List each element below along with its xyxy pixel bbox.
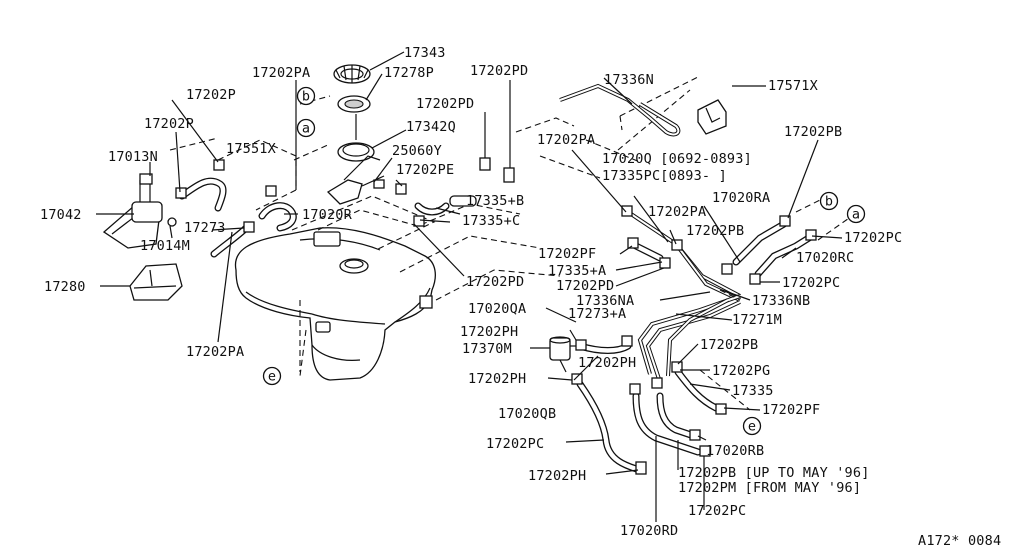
leader-lines	[96, 51, 843, 522]
label-17020rd: 17020RD	[620, 523, 678, 539]
label-17571x: 17571X	[768, 78, 818, 94]
label-25060y: 25060Y	[392, 143, 442, 159]
gasket-17278p	[337, 95, 371, 113]
label-17020r: 17020R	[302, 207, 353, 223]
label-17335b: 17335+B	[466, 193, 524, 209]
fuel-strainer-17280	[129, 263, 183, 301]
label-17020ra: 17020RA	[712, 190, 770, 206]
fuel-tank	[234, 227, 436, 381]
label-17202pa-r: 17202PA	[648, 204, 706, 220]
label-17202ph-2: 17202PH	[578, 355, 636, 371]
hose-17551x	[175, 159, 227, 212]
label-17202pc-r2: 17202PC	[782, 275, 840, 291]
label-17202pc-low: 17202PC	[486, 436, 544, 452]
tube-17336n	[559, 83, 681, 137]
label-17273: 17273	[184, 220, 226, 236]
label-17335: 17335	[732, 383, 774, 399]
label-17202pg: 17202PG	[712, 363, 770, 379]
label-17020rb: 17020RB	[706, 443, 764, 459]
callout-b-top: b	[296, 86, 316, 106]
label-17370m: 17370M	[462, 341, 512, 357]
label-17202pb-low: 17202PB	[700, 337, 758, 353]
label-17013n: 17013N	[108, 149, 158, 165]
label-17202pb-r2: 17202PB	[686, 223, 744, 239]
label-17335c: 17335+C	[462, 213, 520, 229]
label-17336na: 17336NA	[576, 293, 634, 309]
label-17335a: 17335+A	[548, 263, 606, 279]
sender-25060y	[326, 155, 385, 205]
label-17202p-1: 17202P	[186, 87, 236, 103]
svg-text:a: a	[302, 121, 310, 137]
callout-b-right: b	[819, 191, 839, 211]
diagram-reference-code: A172* 0084	[918, 533, 1001, 549]
label-17014m: 17014M	[140, 238, 190, 254]
label-17202p-2: 17202P	[144, 116, 194, 132]
label-17020q: 17020Q [0692-0893]	[602, 151, 752, 167]
packing-17342q	[337, 142, 375, 162]
label-17202pb-right: 17202PB	[784, 124, 842, 140]
lock-ring-17343	[333, 64, 371, 84]
label-17202pf: 17202PF	[538, 246, 596, 262]
label-17273a: 17273+A	[568, 306, 626, 322]
label-17551x: 17551X	[226, 141, 276, 157]
label-17020rc: 17020RC	[796, 250, 854, 266]
bracket-17571x	[697, 99, 727, 135]
label-17020qa: 17020QA	[468, 301, 526, 317]
label-17202pm: 17202PM [FROM MAY '96]	[678, 480, 861, 496]
label-17271m: 17271M	[732, 312, 782, 328]
label-17202pc-r: 17202PC	[844, 230, 902, 246]
label-17202pe: 17202PE	[396, 162, 454, 178]
label-17202pc-bot: 17202PC	[688, 503, 746, 519]
label-17336n: 17336N	[604, 72, 654, 88]
label-17202pd-4: 17202PD	[556, 278, 614, 294]
label-17020qb: 17020QB	[498, 406, 556, 422]
tube-bundle	[626, 210, 741, 383]
svg-text:b: b	[825, 194, 833, 210]
label-17202ph-1: 17202PH	[460, 324, 518, 340]
callout-e-right: e	[742, 416, 762, 436]
label-17336nb: 17336NB	[752, 293, 810, 309]
svg-text:e: e	[748, 419, 756, 435]
svg-text:b: b	[302, 89, 310, 105]
label-17202pd-top: 17202PD	[470, 63, 528, 79]
callout-a-top: a	[296, 118, 316, 138]
label-17202pd-2: 17202PD	[416, 96, 474, 112]
part-labels: 17343 17202PA 17278P 17202PD 17336N 1757…	[40, 45, 1001, 549]
label-17042: 17042	[40, 207, 82, 223]
label-17278p: 17278P	[384, 65, 434, 81]
svg-text:e: e	[268, 369, 276, 385]
label-17202pa-top: 17202PA	[252, 65, 310, 81]
label-17343: 17343	[404, 45, 446, 61]
label-17280: 17280	[44, 279, 86, 295]
label-17202ph-4: 17202PH	[528, 468, 586, 484]
label-17335pc: 17335PC[0893- ]	[602, 168, 727, 184]
fuel-pump-17042	[102, 173, 163, 249]
label-17202pb-may: 17202PB [UP TO MAY '96]	[678, 465, 870, 481]
clip-17014m	[167, 217, 177, 227]
label-17342q: 17342Q	[406, 119, 456, 135]
callout-e-left: e	[262, 366, 282, 386]
svg-text:a: a	[852, 207, 860, 223]
label-17202ph-3: 17202PH	[468, 371, 526, 387]
label-17202pd-3: 17202PD	[466, 274, 524, 290]
hose-17335b	[395, 183, 477, 227]
callout-a-right: a	[846, 204, 866, 224]
label-17202pa-left: 17202PA	[186, 344, 244, 360]
label-17202pf-2: 17202PF	[762, 402, 820, 418]
label-17202pa-mid: 17202PA	[537, 132, 595, 148]
